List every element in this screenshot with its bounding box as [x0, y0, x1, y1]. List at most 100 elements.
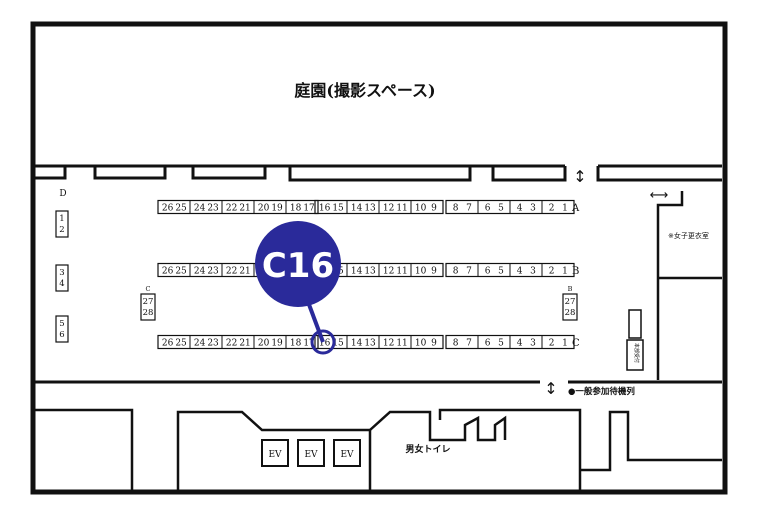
booth-number[interactable]: 15 [332, 339, 344, 349]
booth-number[interactable]: 4 [59, 279, 64, 289]
booth-number[interactable]: 11 [396, 204, 407, 214]
booth-number[interactable]: 25 [175, 339, 187, 349]
booth-number[interactable]: 14 [351, 339, 363, 349]
garden-label: 庭園(撮影スペース) [294, 81, 435, 100]
side-d-letter: D [59, 189, 66, 199]
booth-number[interactable]: 8 [453, 204, 459, 214]
booth-number[interactable]: 26 [162, 339, 174, 349]
booth-number[interactable]: 1 [562, 267, 568, 277]
booth-block [157, 199, 319, 215]
booth-number[interactable]: 3 [530, 339, 536, 349]
booth-number[interactable]: 7 [466, 267, 472, 277]
booth-number[interactable]: 23 [207, 339, 219, 349]
changing-room-label: ※女子更衣室 [668, 231, 709, 240]
location-marker: C16 [255, 221, 341, 355]
booth-number[interactable]: 17 [303, 204, 315, 214]
booth-number[interactable]: 5 [498, 339, 504, 349]
booth-number[interactable]: 25 [175, 267, 187, 277]
booth-number[interactable]: 18 [290, 339, 302, 349]
booth-number[interactable]: 6 [485, 267, 491, 277]
booth-number[interactable]: 10 [415, 267, 427, 277]
booth-number[interactable]: 12 [383, 339, 394, 349]
booth-number[interactable]: 3 [530, 204, 536, 214]
booth-number[interactable]: 5 [59, 319, 64, 329]
booth-number[interactable]: 12 [383, 204, 394, 214]
side-table [55, 264, 69, 292]
booth-number[interactable]: 4 [517, 204, 523, 214]
booth-number[interactable]: 27 [143, 297, 154, 307]
booth-number[interactable]: 19 [271, 339, 283, 349]
booth-number[interactable]: 8 [453, 339, 459, 349]
row-letter: A [571, 203, 580, 214]
booth-number[interactable]: 21 [239, 204, 250, 214]
booth-number[interactable]: 11 [396, 339, 407, 349]
booth-number[interactable]: 5 [498, 267, 504, 277]
booth-number[interactable]: 1 [59, 214, 64, 224]
booth-number[interactable]: 6 [59, 330, 64, 340]
booth-number[interactable]: 19 [271, 204, 283, 214]
booth-number[interactable]: 7 [466, 339, 472, 349]
booth-number[interactable]: 3 [59, 268, 64, 278]
booth-number[interactable]: 8 [453, 267, 459, 277]
booth-number[interactable]: 17 [303, 339, 315, 349]
booth-number[interactable]: 21 [239, 267, 250, 277]
booth-number[interactable]: 20 [258, 204, 270, 214]
booth-number[interactable]: 13 [364, 339, 376, 349]
booth-number[interactable]: 23 [207, 204, 219, 214]
side-table [140, 293, 156, 321]
booth-number[interactable]: 13 [364, 267, 376, 277]
booth-number[interactable]: 15 [332, 204, 344, 214]
booth-number[interactable]: 3 [530, 267, 536, 277]
booth-number[interactable]: 21 [239, 339, 250, 349]
updown-arrow-icon: ↕ [544, 379, 557, 398]
marker-label: C16 [262, 246, 334, 286]
booth-number[interactable]: 11 [396, 267, 407, 277]
booth-number[interactable]: 25 [175, 204, 187, 214]
booth-number[interactable]: 4 [517, 267, 523, 277]
booth-number[interactable]: 22 [226, 204, 237, 214]
upper-wall [35, 164, 722, 182]
booth-number[interactable]: 24 [194, 339, 206, 349]
booth-number[interactable]: 5 [498, 204, 504, 214]
booth-number[interactable]: 6 [485, 339, 491, 349]
booth-number[interactable]: 9 [431, 204, 437, 214]
booth-number[interactable]: 27 [565, 297, 576, 307]
booth-number[interactable]: 26 [162, 204, 174, 214]
queue-label: ●一般参加待機列 [568, 386, 635, 397]
elevator-group: EV EV EV [261, 439, 361, 467]
booth-number[interactable]: 26 [162, 267, 174, 277]
booth-number[interactable]: 1 [562, 204, 568, 214]
booth-number[interactable]: 10 [415, 204, 427, 214]
booth-number[interactable]: 6 [485, 204, 491, 214]
booth-number[interactable]: 2 [59, 225, 64, 235]
booth-number[interactable]: 16 [319, 339, 331, 349]
booth-number[interactable]: 9 [431, 267, 437, 277]
booth-number[interactable]: 16 [319, 204, 331, 214]
booth-number[interactable]: 28 [143, 308, 154, 318]
booth-number[interactable]: 20 [258, 339, 270, 349]
booth-number[interactable]: 28 [565, 308, 576, 318]
booth-number[interactable]: 23 [207, 267, 219, 277]
booth-number[interactable]: 22 [226, 339, 237, 349]
booth-number[interactable]: 10 [415, 339, 427, 349]
booth-number[interactable]: 9 [431, 339, 437, 349]
booth-number[interactable]: 12 [383, 267, 394, 277]
booth-number[interactable]: 2 [549, 339, 555, 349]
reception-desk [626, 339, 644, 371]
booth-number[interactable]: 2 [549, 267, 555, 277]
booth-number[interactable]: 7 [466, 204, 472, 214]
booth-number[interactable]: 22 [226, 267, 237, 277]
booth-number[interactable]: 14 [351, 267, 363, 277]
leftright-arrow-icon: ⟷ [650, 188, 669, 203]
booth-number[interactable]: 24 [194, 204, 206, 214]
booth-number[interactable]: 4 [517, 339, 523, 349]
booth-number[interactable]: 2 [549, 204, 555, 214]
booth-number[interactable]: 13 [364, 204, 376, 214]
booth-number[interactable]: 18 [290, 204, 302, 214]
lower-rooms [35, 408, 722, 490]
booth-number[interactable]: 24 [194, 267, 206, 277]
updown-arrow-icon: ↕ [573, 167, 586, 186]
booth-number[interactable]: 1 [562, 339, 568, 349]
booth-number[interactable]: 14 [351, 204, 363, 214]
